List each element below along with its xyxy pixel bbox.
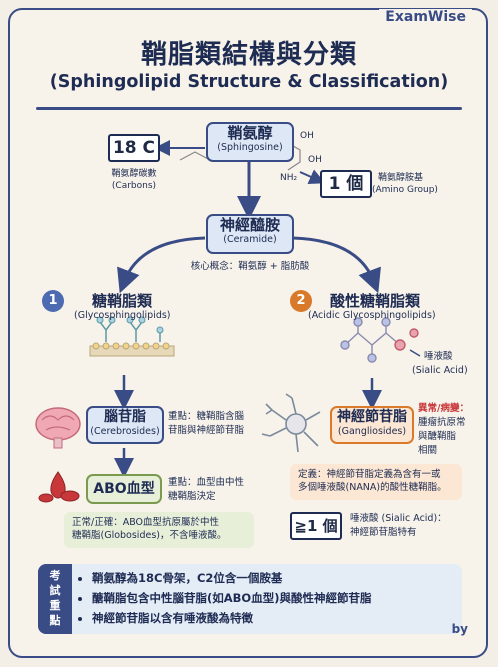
carbons-value: 18 C — [108, 134, 160, 162]
abo-callout: 正常/正確：ABO血型抗原屬於中性 糖鞘脂(Globosides)，不含唾液酸。 — [64, 512, 254, 548]
abo-box: ABO血型 — [86, 474, 162, 504]
summary-item: 神經節苷脂以含有唾液酸為特徵 — [92, 608, 371, 628]
brain-icon — [35, 407, 81, 449]
ge1-value: ≧1 個 — [290, 512, 342, 540]
sphingosine-box: 鞘氨醇 (Sphingosine) — [206, 122, 294, 162]
abo-callout-line-1: 正常/正確：ABO血型抗原屬於中性 — [72, 517, 220, 528]
abnormal-line-1: 腫瘤抗原常 — [418, 417, 466, 428]
summary-item: 醣鞘脂包含中性腦苷脂(如ABO血型)與酸性神經節苷脂 — [92, 588, 371, 608]
nh2-label: NH₂ — [280, 173, 298, 183]
gangliosides-label: 神經節苷脂 — [337, 409, 407, 425]
abo-note-1: 重點：血型由中性 — [168, 477, 245, 488]
blood-drops-icon — [38, 471, 80, 503]
arrow-to-sialic-label — [409, 349, 421, 357]
definition-line-1: 定義：神經節苷脂定義為含有一或 — [298, 469, 441, 480]
summary-list: 鞘氨醇為18C骨架，C2位含一個胺基 醣鞘脂包含中性腦苷脂(如ABO血型)與酸性… — [78, 568, 371, 628]
arrow-to-amino — [299, 169, 326, 185]
brand-logo: ExamWise — [379, 9, 472, 25]
abnormal-label: 異常/病變： — [418, 403, 469, 414]
gangliosides-box: 神經節苷脂 (Gangliosides) — [330, 406, 414, 444]
cerebrosides-box: 腦苷脂 (Cerebrosides) — [86, 406, 164, 444]
arrow-to-glyco — [117, 236, 206, 294]
abo-label: ABO血型 — [93, 481, 155, 497]
frame — [8, 8, 488, 658]
cerebrosides-note-2: 苷脂與神經節苷脂 — [168, 425, 245, 436]
amino-en: (Amino Group) — [372, 185, 438, 195]
oh-label-1: OH — [300, 131, 314, 141]
sialic-en: (Sialic Acid) — [412, 365, 468, 376]
amino-value: 1 個 — [320, 170, 372, 198]
abo-note-2: 糖鞘脂決定 — [168, 491, 216, 502]
gangliosides-en: (Gangliosides) — [337, 426, 407, 437]
carbons-zh: 鞘氨醇碳數 — [111, 169, 157, 179]
byline: by — [451, 622, 468, 636]
cerebrosides-label: 腦苷脂 — [104, 409, 146, 425]
ceramide-core-note: 核心概念：鞘氨醇 + 脂肪酸 — [190, 261, 310, 272]
ceramide-box: 神經醯胺 (Ceramide) — [206, 214, 294, 254]
acidic-en: (Acidic Glycosphingolipids) — [308, 310, 436, 321]
abnormal-line-2: 與醣鞘脂 — [418, 431, 457, 442]
ge1-line-2: 神經節苷脂特有 — [350, 527, 417, 538]
definition-line-2: 多個唾液酸(NANA)的酸性糖鞘脂。 — [298, 482, 447, 493]
ceramide-label: 神經醯胺 — [219, 216, 280, 234]
ceramide-en: (Ceramide) — [223, 234, 277, 245]
sphingosine-en: (Sphingosine) — [217, 142, 283, 153]
page-subtitle: (Sphingolipid Structure & Classification… — [49, 72, 449, 92]
arrow-to-acidic — [292, 236, 381, 294]
carbons-en: (Carbons) — [111, 181, 157, 191]
cerebrosides-en: (Cerebrosides) — [90, 426, 160, 437]
oh-label-2: OH — [308, 155, 322, 165]
category-badge-2: 2 — [290, 290, 312, 312]
page-title: 鞘脂類結構與分類 — [140, 40, 357, 70]
summary-tag: 考試重點 — [38, 564, 72, 634]
sphingosine-label: 鞘氨醇 — [227, 124, 273, 142]
title-divider — [36, 107, 462, 110]
summary-item: 鞘氨醇為18C骨架，C2位含一個胺基 — [92, 568, 371, 588]
category-badge-1: 1 — [42, 290, 64, 312]
glyco-title: 糖鞘脂類 — [92, 292, 153, 310]
abo-callout-line-2: 糖鞘脂(Globosides)，不含唾液酸。 — [72, 530, 227, 541]
cerebrosides-note-1: 重點：糖鞘脂含腦 — [168, 411, 245, 422]
membrane-icon — [89, 316, 175, 357]
acidic-title: 酸性糖鞘脂類 — [330, 292, 421, 310]
definition-callout: 定義：神經節苷脂定義為含有一或 多個唾液酸(NANA)的酸性糖鞘脂。 — [290, 464, 462, 500]
neuron-icon — [261, 393, 321, 453]
sialic-molecule-icon — [340, 317, 419, 363]
glyco-en: (Glycosphingolipids) — [74, 310, 171, 321]
ge1-line-1: 唾液酸 (Sialic Acid)： — [350, 513, 447, 524]
sialic-label: 唾液酸 — [424, 351, 453, 362]
abnormal-line-3: 相關 — [418, 445, 438, 456]
amino-zh: 鞘氨醇胺基 — [378, 173, 424, 183]
